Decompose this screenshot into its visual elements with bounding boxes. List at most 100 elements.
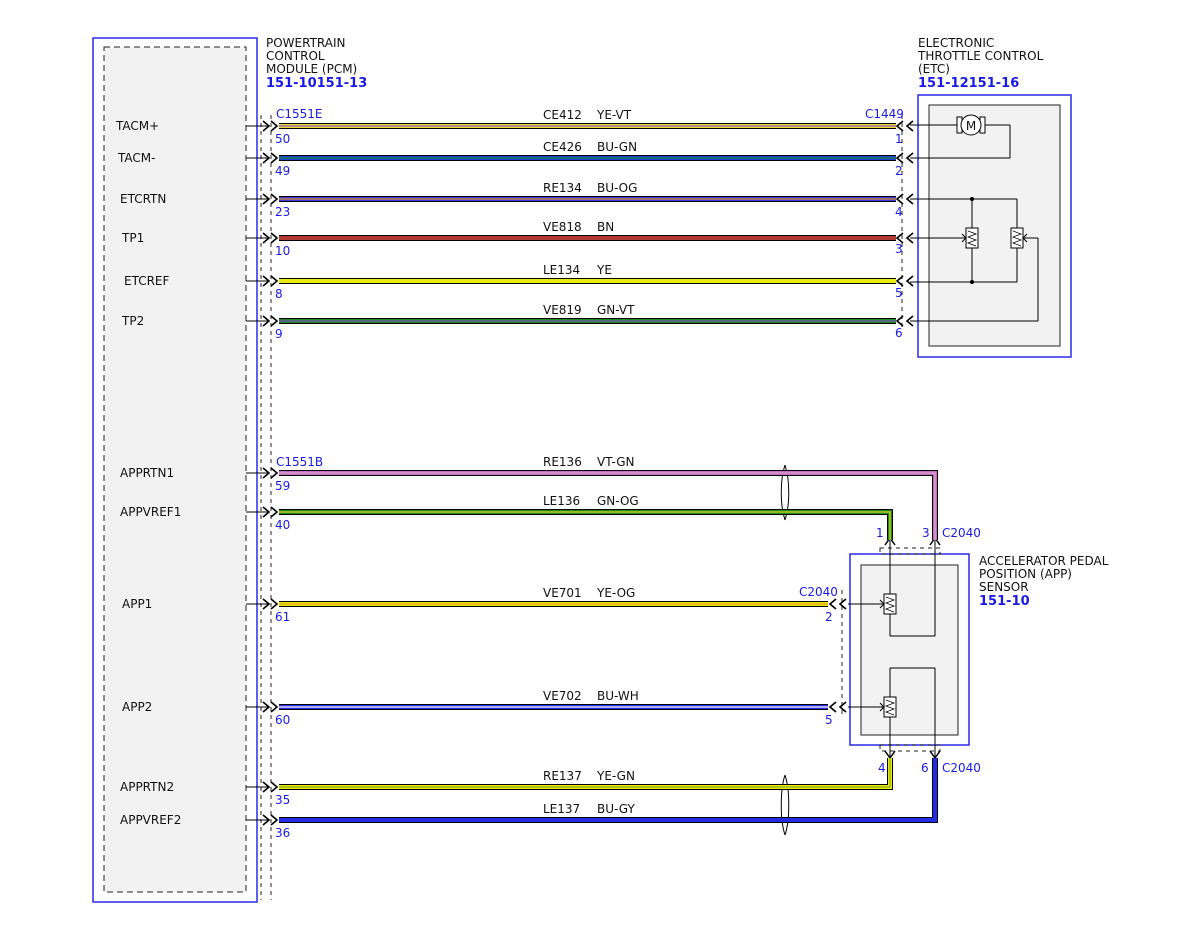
far-pin-number: 6 — [895, 326, 903, 340]
twisted-pair-symbol-upper — [780, 464, 790, 521]
far-pin-number: 3 — [922, 526, 930, 540]
pcm-pin-arrow-inner — [270, 467, 279, 479]
wire-color-label: GN-VT — [597, 303, 635, 317]
circuit-id-label: CE412 — [543, 108, 582, 122]
far-pin-number: 2 — [895, 164, 903, 178]
pcm-pin-arrow-inner — [270, 275, 279, 287]
wire-base-color — [279, 510, 892, 540]
pcm-pin-arrow — [262, 701, 271, 713]
twisted-pair-symbol-lower — [780, 774, 790, 836]
circuit-id-label: LE134 — [543, 263, 580, 277]
pcm-pin-arrow-inner — [270, 315, 279, 327]
pcm-pin-arrow-inner — [270, 193, 279, 205]
pcm-pin-arrow-inner — [270, 781, 279, 793]
pcm-pin-number: 50 — [275, 132, 290, 146]
pcm-connector-bottom-label: C1551B — [276, 455, 323, 469]
app-connector-label-bottom: C2040 — [942, 761, 981, 775]
etc-pin-arrow — [895, 275, 904, 287]
etc-pin-arrow-outer — [905, 152, 914, 164]
wire-color-label: BU-WH — [597, 689, 639, 703]
pcm-pin-number: 35 — [275, 793, 290, 807]
far-pin-number: 1 — [876, 526, 884, 540]
pcm-pin-number: 10 — [275, 244, 290, 258]
wire-outline — [279, 509, 893, 540]
pcm-pin-arrow — [262, 315, 271, 327]
wire-color-label: YE-VT — [596, 108, 632, 122]
app-pin-arrow — [828, 598, 837, 610]
pcm-pin-number: 61 — [275, 610, 290, 624]
pcm-signal-label: TACM+ — [115, 119, 159, 133]
circuit-id-label: LE136 — [543, 494, 580, 508]
pcm-pin-arrow-inner — [270, 814, 279, 826]
pcm-pin-number: 9 — [275, 327, 283, 341]
pcm-part-number: 151-10151-13 — [266, 76, 367, 91]
pcm-pin-number: 36 — [275, 826, 290, 840]
etc-title-line-1: ELECTRONIC — [918, 36, 994, 50]
etc-pin-arrow — [895, 315, 904, 327]
pcm-title: POWERTRAIN CONTROL MODULE (PCM) 151-1015… — [266, 36, 367, 91]
etc-pin-arrow — [895, 120, 904, 132]
pcm-title-line-2: CONTROL — [266, 49, 325, 63]
circuit-id-label: VE702 — [543, 689, 582, 703]
pcm-pin-number: 8 — [275, 287, 283, 301]
pcm-signal-label: ETCREF — [124, 274, 170, 288]
pcm-signal-label: TP1 — [121, 231, 144, 245]
pcm-connector-outline — [260, 115, 272, 900]
pcm-connector-top-label: C1551E — [276, 107, 323, 121]
wire-color-label: YE-OG — [596, 586, 635, 600]
circuit-id-label: RE134 — [543, 181, 582, 195]
circuit-ve819: TP2 VE819 GN-VT 9 6 — [121, 303, 914, 341]
wire-stripe-color — [279, 758, 936, 821]
pcm-signal-label: TACM- — [117, 151, 155, 165]
etc-pin-arrow — [895, 232, 904, 244]
etc-title-line-3: (ETC) — [918, 62, 950, 76]
throttle-motor: M — [910, 114, 1011, 159]
pcm-pin-arrow-inner — [270, 598, 279, 610]
far-pin-number: 1 — [895, 132, 903, 146]
app-title: ACCELERATOR PEDAL POSITION (APP) SENSOR … — [979, 554, 1109, 609]
wire-stripe-color — [279, 758, 891, 788]
pcm-signal-label: TP2 — [121, 314, 144, 328]
wire-base-color — [279, 758, 892, 789]
etc-pin-arrow-outer — [905, 315, 914, 327]
far-pin-number: 5 — [895, 286, 903, 300]
wire-color-label: YE — [596, 263, 612, 277]
app-pin-arrow-outer — [838, 598, 847, 610]
pcm-pin-arrow-inner — [270, 232, 279, 244]
pcm-pin-arrow — [262, 193, 271, 205]
circuit-id-label: RE137 — [543, 769, 582, 783]
wire-stripe-color — [279, 511, 891, 540]
circuit-le134: ETCREF LE134 YE 8 5 — [124, 263, 914, 301]
etc-part-number: 151-12151-16 — [918, 76, 1019, 91]
app-sensor-module — [841, 547, 970, 752]
pcm-signal-label: APPVREF1 — [120, 505, 181, 519]
app-title-line-1: ACCELERATOR PEDAL — [979, 554, 1109, 568]
pcm-pin-arrow — [262, 152, 271, 164]
motor-label: M — [966, 119, 976, 133]
pcm-pin-arrow-inner — [270, 506, 279, 518]
far-pin-number: 3 — [895, 242, 903, 256]
etc-pin-arrow — [895, 193, 904, 205]
app-pin-arrow — [828, 701, 837, 713]
pcm-signal-label: APPVREF2 — [120, 813, 181, 827]
circuit-ce412: TACM+ CE412 YE-VT 50 1 — [115, 108, 914, 146]
wire-color-label: VT-GN — [597, 455, 634, 469]
circuit-id-label: VE818 — [543, 220, 582, 234]
app-part-number: 151-10 — [979, 594, 1030, 609]
circuit-id-label: VE819 — [543, 303, 582, 317]
etc-title: ELECTRONIC THROTTLE CONTROL (ETC) 151-12… — [917, 36, 1044, 91]
far-pin-number: 6 — [921, 761, 929, 775]
pcm-pin-arrow-inner — [270, 120, 279, 132]
pcm-title-line-1: POWERTRAIN — [266, 36, 346, 50]
wire-color-label: GN-OG — [597, 494, 639, 508]
circuit-id-label: LE137 — [543, 802, 580, 816]
etc-title-line-2: THROTTLE CONTROL — [917, 49, 1044, 63]
